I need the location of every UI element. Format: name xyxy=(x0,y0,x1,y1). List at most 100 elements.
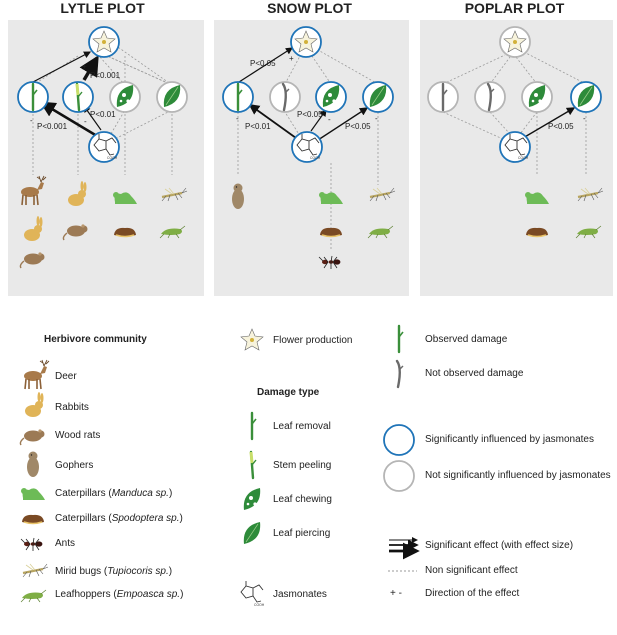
legend-jasmonates: Jasmonates xyxy=(273,589,327,600)
legend-spodoptera-species: Spodoptera sp. xyxy=(111,513,180,524)
legend-sig-jasmonates: Significantly influenced by jasmonates xyxy=(425,434,594,445)
jasmonate-icon xyxy=(240,580,266,608)
mirid-bug-icon xyxy=(368,186,397,203)
spodoptera-caterpillar-icon xyxy=(525,227,549,238)
ant-icon xyxy=(20,537,43,552)
poplar-diagram xyxy=(427,26,605,239)
snow-minus-3: - xyxy=(375,114,378,123)
legend-leaf-removal: Leaf removal xyxy=(273,421,331,432)
legend-not-observed-damage: Not observed damage xyxy=(425,368,524,379)
legend-leaf-piercing: Leaf piercing xyxy=(273,528,331,539)
spodoptera-caterpillar-icon xyxy=(113,227,137,238)
snow-plot-title: SNOW PLOT xyxy=(267,0,352,16)
leafhopper-icon xyxy=(575,225,602,239)
legend-direction-symbols: + - xyxy=(390,588,402,599)
spodoptera-caterpillar-icon xyxy=(319,227,343,238)
woodrat-icon xyxy=(19,251,46,269)
lytle-plot-title: LYTLE PLOT xyxy=(60,0,145,16)
leaf-chewing-icon xyxy=(243,488,261,510)
deer-icon xyxy=(20,175,47,206)
manduca-caterpillar-icon xyxy=(525,192,549,204)
manduca-caterpillar-icon xyxy=(21,488,45,500)
rabbit-icon xyxy=(25,392,44,417)
stem-peeling-icon xyxy=(249,450,258,480)
legend-leafhopper-text: Leafhoppers ( xyxy=(55,589,117,600)
leafhopper-icon xyxy=(367,225,394,239)
flower-icon xyxy=(240,328,264,351)
mirid-bug-icon xyxy=(21,562,50,579)
damage-type-heading: Damage type xyxy=(257,387,320,398)
legend-spodoptera-text: Caterpillars ( xyxy=(55,513,112,524)
lytle-leaf-pvalue: P<0.001 xyxy=(37,122,68,131)
woodrat-icon xyxy=(19,428,46,446)
legend-observed-damage: Observed damage xyxy=(425,334,508,345)
snow-leaf-removal-pvalue: P<0.01 xyxy=(245,122,271,131)
lytle-minus-1: - xyxy=(84,117,87,126)
legend-mirid-text: Mirid bugs ( xyxy=(55,566,108,577)
snow-minus-1: - xyxy=(236,114,239,123)
legend-manduca: Caterpillars (Manduca sp.) xyxy=(55,488,172,499)
legend-rabbits: Rabbits xyxy=(55,402,89,413)
legend-leafhopper-species: Empoasca sp. xyxy=(116,589,181,600)
legend-wood-rats: Wood rats xyxy=(55,430,101,441)
spodoptera-caterpillar-icon xyxy=(21,514,45,525)
rabbit-icon xyxy=(68,181,87,206)
lytle-plus: + xyxy=(82,62,87,71)
legend-deer: Deer xyxy=(55,371,77,382)
poplar-piercing-pvalue: P<0.05 xyxy=(548,122,574,131)
snow-flower-pvalue: P<0.05 xyxy=(250,59,276,68)
woodrat-icon xyxy=(62,223,89,241)
legend-gophers: Gophers xyxy=(55,460,94,471)
legend-leafhopper-close: ) xyxy=(180,589,184,600)
legend-flower-production: Flower production xyxy=(273,335,353,346)
legend-spodoptera: Caterpillars (Spodoptera sp.) xyxy=(55,513,183,524)
lytle-minus-2: - xyxy=(30,116,33,125)
nonsig-ring-icon xyxy=(383,460,415,492)
not-observed-damage-icon xyxy=(395,359,405,389)
sig-ring-icon xyxy=(383,424,415,456)
legend-ants: Ants xyxy=(55,538,76,549)
gopher-icon xyxy=(27,451,39,477)
snow-plus: + xyxy=(289,54,294,63)
legend-mirid-species: Tupiocoris sp. xyxy=(107,566,169,577)
poplar-minus-1: - xyxy=(583,114,586,123)
legend-icons xyxy=(19,324,420,608)
legend-leafhopper: Leafhoppers (Empoasca sp.) xyxy=(55,589,183,600)
snow-minus-2: - xyxy=(328,115,331,124)
ant-icon xyxy=(318,255,341,270)
mirid-bug-icon xyxy=(576,186,605,203)
snow-diagram xyxy=(222,26,397,270)
legend-sig-effect: Significant effect (with effect size) xyxy=(425,540,574,551)
deer-icon xyxy=(23,359,50,390)
mirid-bug-icon xyxy=(160,186,189,203)
lytle-diagram xyxy=(17,26,189,269)
lytle-flower-pvalue: P<0.001 xyxy=(90,71,121,80)
poplar-plot-title: POPLAR PLOT xyxy=(464,0,565,16)
legend-manduca-text: Caterpillars ( xyxy=(55,488,112,499)
leafhopper-icon xyxy=(159,225,186,239)
leaf-piercing-icon xyxy=(243,521,261,545)
leaf-removal-icon xyxy=(250,411,258,441)
sig-arrows-icon xyxy=(389,537,420,560)
legend-stem-peeling: Stem peeling xyxy=(273,460,332,471)
legend-manduca-close: ) xyxy=(168,488,173,499)
observed-damage-icon xyxy=(397,324,405,354)
manduca-caterpillar-icon xyxy=(113,192,137,204)
legend-mirid: Mirid bugs (Tupiocoris sp.) xyxy=(55,566,172,577)
lytle-stem-pvalue: P<0.01 xyxy=(90,110,116,119)
manduca-caterpillar-icon xyxy=(319,192,343,204)
legend-direction: Direction of the effect xyxy=(425,588,520,599)
legend-mirid-close: ) xyxy=(168,566,173,577)
leafhopper-icon xyxy=(20,589,47,603)
rabbit-icon xyxy=(24,216,43,241)
legend-leaf-chewing: Leaf chewing xyxy=(273,494,332,505)
gopher-icon xyxy=(232,183,244,209)
snow-chewing-pvalue: P<0.05 xyxy=(297,110,323,119)
legend-spodoptera-close: ) xyxy=(179,513,183,524)
herbivore-community-heading: Herbivore community xyxy=(44,334,147,345)
legend-not-sig-jasmonates: Not significantly influenced by jasmonat… xyxy=(425,470,611,481)
legend-manduca-species: Manduca sp. xyxy=(111,488,169,499)
legend-non-sig-effect: Non significant effect xyxy=(425,565,518,576)
snow-piercing-pvalue: P<0.05 xyxy=(345,122,371,131)
